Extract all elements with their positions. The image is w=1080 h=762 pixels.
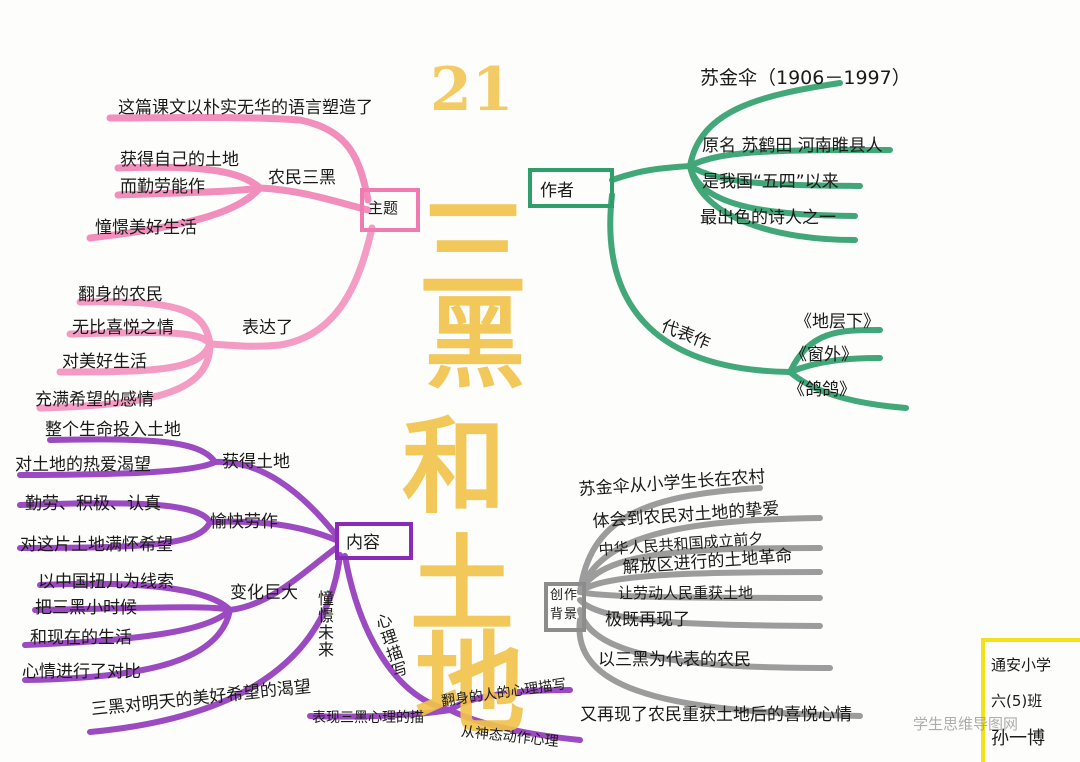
signature-school: 通安小学 [991, 656, 1052, 674]
author-item: 最出色的诗人之一 [700, 208, 836, 228]
signature-box: 通安小学 六(5)班 孙一博 [981, 638, 1080, 762]
author-node-box [528, 168, 614, 208]
title-char-2: 黑 [425, 284, 525, 402]
background-node-box [544, 582, 586, 632]
content-item: 和现在的生活 [30, 628, 132, 648]
author-item: 是我国“五四”以来 [702, 172, 839, 192]
psych-item: 表现三黑心理的描 [312, 710, 424, 726]
content-group-label: 变化巨大 [230, 583, 298, 603]
express-item: 充满希望的感情 [35, 390, 154, 410]
content-item: 以中国扭儿为线索 [38, 572, 174, 592]
content-group-label: 获得土地 [222, 452, 290, 472]
background-item: 以三黑为代表的农民 [598, 650, 751, 670]
theme-sub-item: 而勤劳能作 [120, 177, 205, 197]
content-group-label: 愉快劳作 [210, 512, 278, 532]
title-char-5: 地 [415, 620, 525, 749]
title-char-1: 三 [418, 185, 528, 314]
lesson-number: 21 [430, 55, 514, 125]
works-item: 《窗外》 [790, 345, 858, 365]
author-item: 苏金伞（1906－1997） [700, 67, 911, 89]
express-branch-lines [36, 224, 376, 412]
theme-sub-item: 憧憬美好生活 [95, 218, 197, 238]
theme-sub-label: 农民三黑 [268, 168, 336, 188]
background-branch-lines [576, 485, 863, 719]
theme-branch-lines [86, 114, 372, 242]
works-item: 《鸽鸽》 [788, 380, 856, 400]
express-item: 翻身的农民 [78, 285, 163, 305]
content-item: 整个生命投入土地 [45, 420, 181, 440]
theme-sub-item: 获得自己的土地 [120, 150, 239, 170]
watermark: 学生思维导图网 [913, 715, 1019, 733]
content-node-label: 内容 [346, 533, 380, 553]
content-item: 对土地的热爱渴望 [15, 455, 151, 475]
theme-top-item: 这篇课文以朴实无华的语言塑造了 [118, 98, 373, 118]
express-label: 表达了 [242, 318, 293, 338]
content-node-box [335, 522, 413, 560]
author-node-label: 作者 [540, 181, 574, 201]
theme-node-label: 主题 [368, 199, 399, 217]
works-item: 《地层下》 [795, 312, 880, 332]
background-item: 让劳动人民重获土地 [618, 584, 754, 602]
theme-node-box [360, 188, 420, 232]
content-item: 勤劳、积极、认真 [25, 494, 161, 514]
background-item: 极既再现了 [605, 610, 690, 630]
background-node-label: 创作背景 [550, 588, 579, 622]
author-branch-lines [607, 80, 909, 411]
signature-class: 六(5)班 [991, 692, 1043, 710]
author-item: 原名 苏鹤田 河南睢县人 [702, 136, 883, 156]
express-item: 无比喜悦之情 [72, 318, 174, 338]
express-item: 对美好生活 [62, 352, 147, 372]
content-item: 把三黑小时候 [35, 598, 137, 618]
signature-name: 孙一博 [991, 728, 1045, 749]
content-item: 心情进行了对比 [22, 662, 141, 682]
content-branch-lines [17, 436, 583, 743]
longing-label: 憧憬未来 [315, 590, 334, 658]
title-char-4: 土 [410, 523, 515, 646]
background-item: 又再现了农民重获土地后的喜悦心情 [580, 705, 852, 725]
title-char-3: 和 [402, 405, 507, 528]
content-item: 对这片土地满怀希望 [20, 535, 173, 555]
